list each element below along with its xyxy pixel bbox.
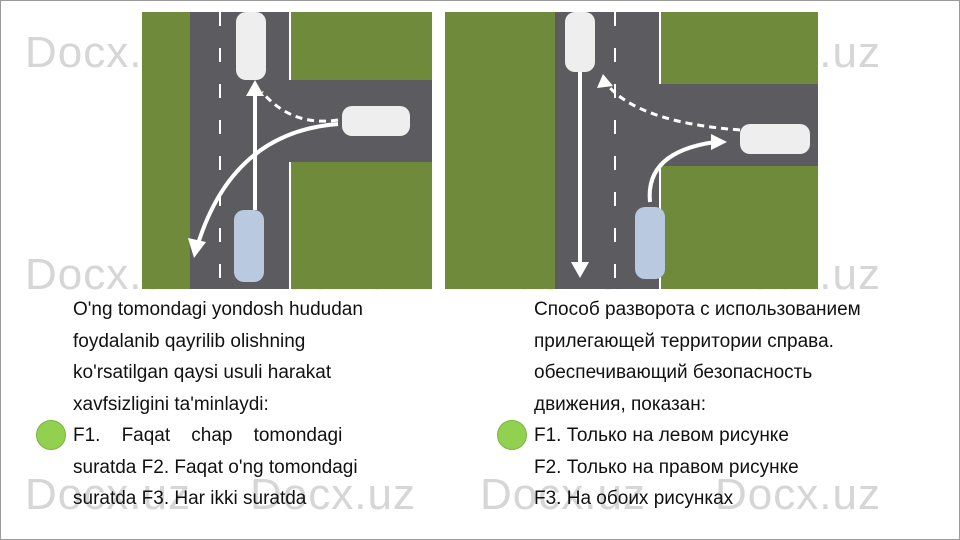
question-line: Способ разворота с использованием bbox=[534, 299, 861, 320]
question-line: xavfsizligini ta'minlaydi: bbox=[73, 393, 269, 415]
watermark: Docx.uz bbox=[25, 470, 191, 519]
question-line: foydalanib qayrilib olishning bbox=[73, 330, 306, 352]
left-intersection-image bbox=[142, 12, 432, 289]
answer-line: suratda F2. Faqat o'ng tomondagi bbox=[73, 456, 358, 478]
answer-option: F2. Только на правом рисунке bbox=[534, 456, 799, 478]
watermark: Docx.uz bbox=[480, 470, 646, 519]
car-icon bbox=[236, 12, 266, 80]
answer-line: suratda F3. Har ikki suratda bbox=[73, 488, 307, 509]
car-icon bbox=[565, 12, 595, 72]
correct-answer-marker bbox=[497, 420, 527, 450]
answer-option: F1. Только на левом рисунке bbox=[534, 425, 789, 446]
right-question-block: Способ разворота с использованием прилег… bbox=[534, 294, 954, 515]
left-question-block: O'ng tomondagi yondosh hududan foydalani… bbox=[73, 294, 435, 515]
question-line: движения, показан: bbox=[534, 393, 707, 415]
question-line: прилегающей территории справа. bbox=[534, 330, 834, 352]
correct-answer-marker bbox=[36, 420, 66, 450]
question-line: ko'rsatilgan qaysi usuli harakat bbox=[73, 362, 332, 383]
watermark: Docx.uz bbox=[715, 470, 881, 519]
answer-option: F3. На обоих рисунках bbox=[534, 488, 734, 509]
answer-line: F1. Faqat chap tomondagi bbox=[73, 425, 343, 446]
right-intersection-image bbox=[445, 12, 818, 289]
watermark: Docx.uz bbox=[250, 470, 416, 519]
car-icon bbox=[342, 106, 410, 136]
car-icon bbox=[635, 207, 665, 279]
car-icon bbox=[234, 210, 264, 282]
question-line: O'ng tomondagi yondosh hududan bbox=[73, 299, 363, 320]
car-icon bbox=[740, 124, 810, 154]
question-line: обеспечивающий безопасность bbox=[534, 362, 813, 383]
